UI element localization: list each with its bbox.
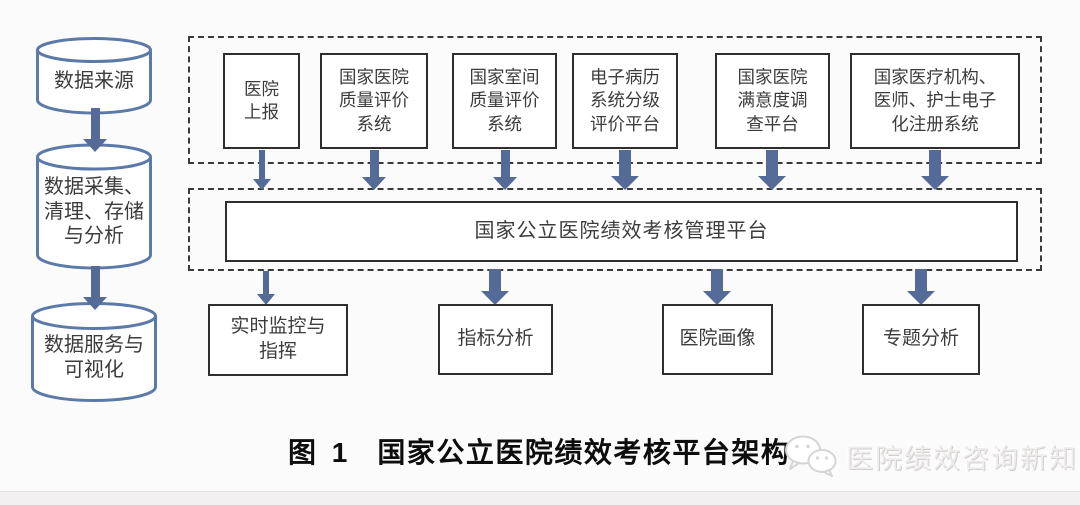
cylinder-data-service: 数据服务与 可视化	[30, 301, 158, 404]
arrow-platform-to-indicator-analysis	[481, 269, 509, 305]
cylinder-data-source: 数据来源	[35, 36, 153, 116]
cylinder-data-processing: 数据采集、 清理、存储 与分析	[35, 142, 153, 272]
platform-box: 国家公立医院绩效考核管理平台	[225, 201, 1018, 262]
platform-box-label: 国家公立医院绩效考核管理平台	[474, 220, 769, 243]
figure-number: 图 1	[288, 437, 352, 468]
arrow-source-5-to-platform	[758, 150, 786, 190]
source-box-label: 医院 上报	[244, 78, 279, 122]
arrow-platform-to-hospital-profile	[703, 269, 731, 305]
arrow-source-2-to-platform	[362, 150, 386, 190]
arrow-processing-to-service	[83, 266, 107, 310]
source-box-label: 电子病历 系统分级 评价平台	[590, 67, 660, 134]
arrow-platform-to-monitoring	[257, 271, 275, 305]
output-box-realtime-monitoring: 实时监控与 指挥	[208, 304, 348, 376]
source-box-electronic-registration-system: 国家医疗机构、 医师、护士电子 化注册系统	[850, 53, 1020, 149]
arrow-source-6-to-platform	[921, 150, 949, 190]
watermark-text: 医院绩效咨询新知	[846, 443, 1078, 474]
output-box-thematic-analysis: 专题分析	[862, 304, 980, 375]
watermark: 医院绩效咨询新知	[783, 434, 1078, 478]
output-box-label: 指标分析	[457, 328, 534, 350]
output-box-hospital-profile: 医院画像	[662, 304, 773, 375]
output-box-label: 医院画像	[679, 328, 756, 350]
source-box-interlab-quality-eval-system: 国家室间 质量评价 系统	[452, 53, 557, 149]
output-box-label: 实时监控与 指挥	[230, 316, 326, 362]
source-box-label: 国家医院 满意度调 查平台	[737, 67, 808, 134]
source-box-hospital-report: 医院 上报	[223, 53, 300, 149]
source-box-satisfaction-survey-platform: 国家医院 满意度调 查平台	[715, 53, 830, 149]
cylinder-shape-icon	[31, 302, 157, 402]
figure-title: 国家公立医院绩效考核平台架构	[377, 437, 791, 468]
wechat-icon	[785, 435, 837, 477]
arrow-source-1-to-platform	[253, 150, 271, 190]
source-box-label: 国家室间 质量评价 系统	[469, 67, 540, 134]
source-layer-container	[188, 36, 1042, 164]
arrow-source-3-to-platform	[493, 150, 517, 190]
output-box-label: 专题分析	[882, 328, 959, 350]
cylinder-label: 数据采集、 清理、存储 与分析	[44, 176, 144, 248]
cylinder-label: 数据来源	[54, 69, 134, 92]
cylinder-label: 数据服务与 可视化	[44, 334, 144, 381]
cylinder-shape-icon	[36, 143, 152, 270]
bottom-strip	[0, 491, 1080, 505]
source-box-label: 国家医院 质量评价 系统	[339, 67, 409, 134]
arrow-data-source-to-processing	[83, 108, 107, 152]
arrow-source-4-to-platform	[611, 150, 639, 190]
source-box-hospital-quality-eval-system: 国家医院 质量评价 系统	[320, 53, 428, 149]
figure-caption: 图 1 国家公立医院绩效考核平台架构	[288, 431, 790, 471]
arrow-platform-to-thematic-analysis	[907, 269, 935, 305]
output-box-indicator-analysis: 指标分析	[438, 304, 553, 375]
source-box-emr-grading-platform: 电子病历 系统分级 评价平台	[572, 53, 678, 149]
source-box-label: 国家医疗机构、 医师、护士电子 化注册系统	[873, 67, 997, 134]
